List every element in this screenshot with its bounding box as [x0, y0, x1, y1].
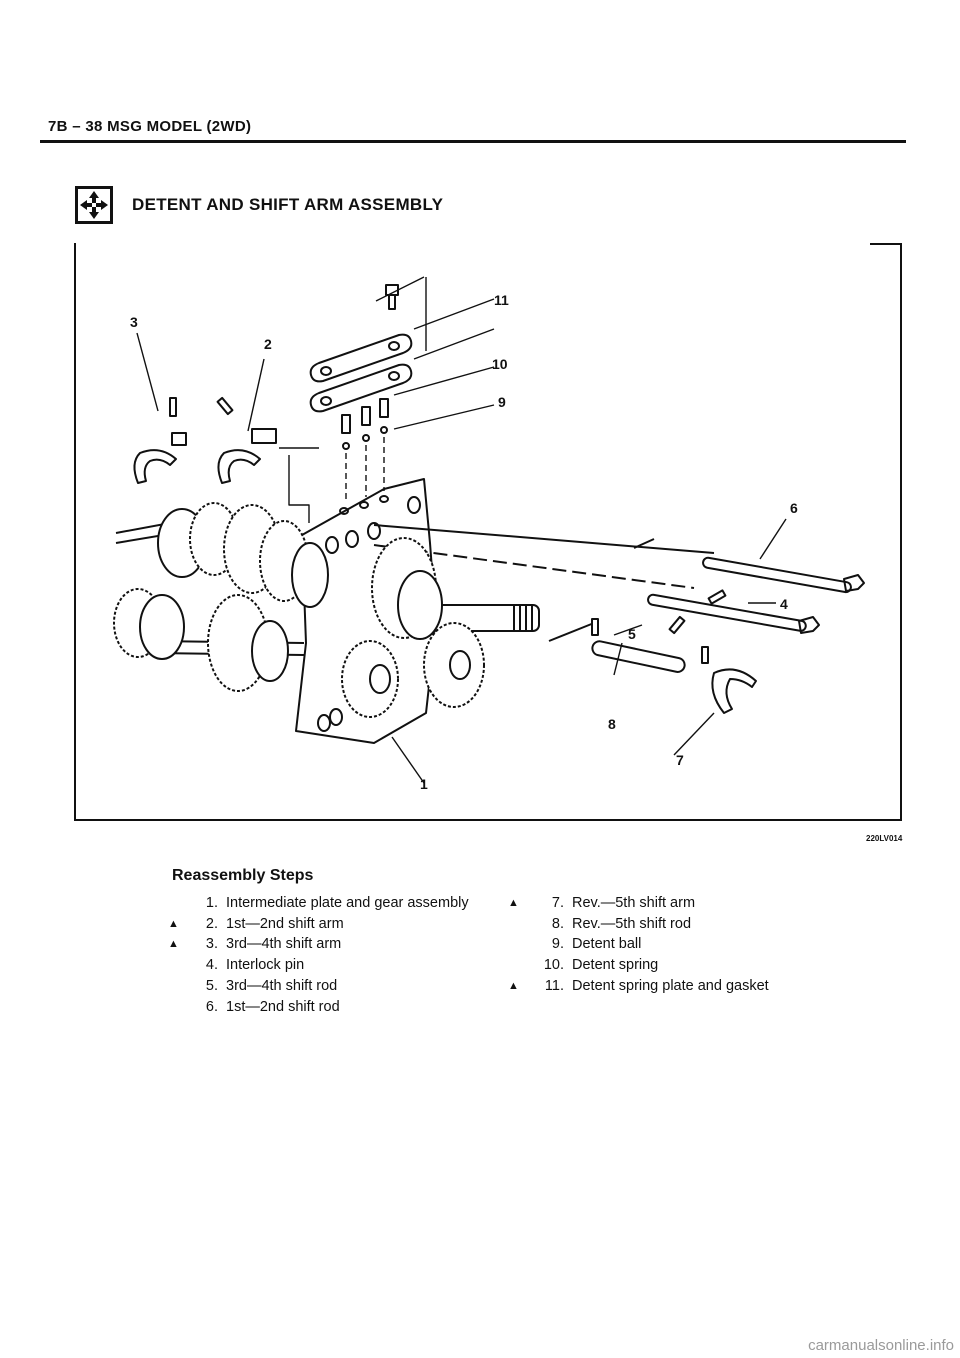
step-item: 1. Intermediate plate and gear assembly [168, 893, 469, 914]
detent-spring [341, 414, 351, 434]
page-header: 7B – 38 MSG MODEL (2WD) [48, 118, 252, 135]
callout-9: 9 [498, 394, 506, 410]
step-item: 8. Rev.—5th shift rod [508, 914, 769, 935]
step-item: ▲ 3. 3rd—4th shift arm [168, 934, 469, 955]
callout-8: 8 [608, 716, 616, 732]
shift-rod-8 [591, 640, 686, 673]
shift-rod-5 [647, 593, 807, 632]
callout-5: 5 [628, 626, 636, 642]
step-item: 5. 3rd—4th shift rod [168, 976, 469, 997]
shift-rod-line [373, 524, 715, 554]
callout-7: 7 [676, 752, 684, 768]
step-marker [168, 893, 190, 914]
callout-4: 4 [780, 596, 788, 612]
figure-frame [74, 243, 902, 821]
shift-fork-7 [711, 668, 757, 714]
callout-1: 1 [420, 776, 428, 792]
header-rule [40, 140, 906, 143]
step-item: 10. Detent spring [508, 955, 769, 976]
counter-gear-cluster [113, 588, 289, 692]
main-gear-cluster [157, 502, 329, 608]
steps-list-right: ▲ 7. Rev.—5th shift arm 8. Rev.—5th shif… [508, 893, 769, 997]
figure-frame-corner [870, 243, 902, 245]
step-item: ▲ 7. Rev.—5th shift arm [508, 893, 769, 914]
watermark: carmanualsonline.info [808, 1337, 954, 1354]
callout-3: 3 [130, 314, 138, 330]
step-marker: ▲ [168, 938, 179, 951]
step-marker [168, 976, 190, 997]
plate-gears [341, 537, 485, 718]
step-marker [508, 914, 530, 935]
step-marker: ▲ [508, 979, 519, 992]
step-marker [168, 997, 190, 1018]
step-item: 6. 1st—2nd shift rod [168, 997, 469, 1018]
detent-spring-gasket [309, 363, 413, 413]
callout-2: 2 [264, 336, 272, 352]
step-item: ▲ 2. 1st—2nd shift arm [168, 914, 469, 935]
shift-rod-6 [702, 556, 852, 594]
reassembly-steps-title: Reassembly Steps [172, 867, 314, 884]
section-title: DETENT AND SHIFT ARM ASSEMBLY [132, 195, 444, 214]
step-marker: ▲ [508, 897, 519, 909]
shift-fork-3 [133, 449, 177, 484]
callout-11: 11 [494, 292, 509, 308]
disassembly-arrows-icon [75, 186, 113, 224]
exploded-view-diagram: 1 2 3 4 5 6 7 8 9 10 11 [113, 276, 865, 792]
step-item: ▲ 11. Detent spring plate and gasket [508, 976, 769, 997]
callout-6: 6 [790, 500, 798, 516]
step-marker [508, 934, 530, 955]
step-marker [508, 955, 530, 976]
step-item: 4. Interlock pin [168, 955, 469, 976]
callout-10: 10 [492, 356, 508, 372]
step-item: 9. Detent ball [508, 934, 769, 955]
figure-code: 220LV014 [866, 834, 903, 843]
steps-list-left: 1. Intermediate plate and gear assembly … [168, 893, 469, 1017]
step-marker: ▲ [168, 917, 179, 930]
interlock-pin [169, 397, 177, 417]
detent-ball [342, 442, 350, 450]
shift-fork-2 [217, 449, 261, 484]
detent-spring-plate [309, 333, 413, 383]
step-marker [168, 955, 190, 976]
